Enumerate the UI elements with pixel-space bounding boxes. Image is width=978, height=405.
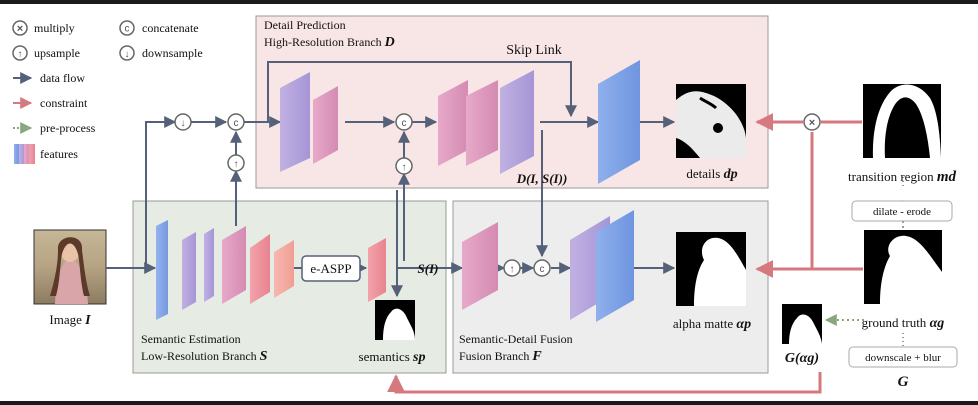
g-symbol: G <box>898 374 909 390</box>
easpp-block <box>301 255 361 282</box>
svg-text:c: c <box>125 24 130 35</box>
detail-output-feature <box>598 60 640 184</box>
svg-text:details dp: details dp <box>686 166 737 182</box>
s-of-i-label: S(I) <box>418 261 439 276</box>
svg-text:semantics sp: semantics sp <box>359 349 426 365</box>
svg-text:transition region md: transition region md <box>848 169 956 185</box>
skip-link-label: Skip Link <box>506 43 562 58</box>
legend-features-label: features <box>40 147 78 161</box>
detail-branch-symbol: D <box>384 35 395 50</box>
downscale-blur-label: downscale + blur <box>865 352 941 364</box>
fusion-decoder-features <box>570 210 634 322</box>
svg-text:c: c <box>234 118 239 129</box>
semantic-encoder-features <box>156 220 294 320</box>
fusion-branch-title: Semantic-Detail Fusion <box>459 332 573 346</box>
input-image-thumbnail <box>33 229 107 305</box>
details-thumbnail <box>676 84 746 158</box>
upsample-op-icon-semantic: ↑ <box>227 154 245 172</box>
transition-region-thumbnail <box>863 84 941 158</box>
svg-text:c: c <box>540 264 545 275</box>
constraint-lines <box>387 113 863 394</box>
ground-truth-label: ground truth <box>862 315 927 330</box>
legend-constraint-label: constraint <box>40 96 88 110</box>
dilate-erode-label: dilate - erode <box>873 206 931 218</box>
semantic-branch-title: Semantic Estimation <box>141 332 241 346</box>
downsample-op-icon: ↓ <box>174 113 192 131</box>
legend-features-icon <box>14 144 35 164</box>
detail-decoder-features <box>438 70 534 174</box>
svg-text:↑: ↑ <box>402 162 407 173</box>
svg-text:alpha matte αp: alpha matte αp <box>673 316 751 332</box>
top-frame-bar <box>0 0 978 4</box>
svg-text:Low-Resolution Branch S: Low-Resolution Branch S <box>141 349 268 364</box>
transition-region-label: transition region <box>848 169 934 184</box>
multiply-op-icon: × <box>803 113 821 131</box>
semantic-branch-subtitle: Low-Resolution Branch <box>141 349 257 363</box>
fusion-branch-subtitle: Fusion Branch <box>459 349 529 363</box>
legend-data-flow-label: data flow <box>40 71 85 85</box>
svg-text:↓: ↓ <box>125 49 130 60</box>
detail-encoder-features <box>280 72 338 172</box>
svg-text:↑: ↑ <box>510 264 515 275</box>
data-flow-lines <box>106 61 676 298</box>
upsample-op-icon-detail: ↑ <box>395 157 413 175</box>
svg-text:c: c <box>402 118 407 129</box>
semantic-output-feature <box>368 238 386 302</box>
legend-pre-process-label: pre-process <box>40 121 96 135</box>
legend-downsample-label: downsample <box>142 46 203 60</box>
semantics-symbol: sp <box>412 350 425 365</box>
alpha-matte-symbol: αp <box>736 317 751 332</box>
concat-op-icon-detail-input: c <box>227 113 245 131</box>
detail-branch-title: Detail Prediction <box>264 18 346 32</box>
svg-text:Image I: Image I <box>49 312 91 328</box>
ground-truth-symbol: αg <box>930 316 945 331</box>
image-label: Image <box>49 312 82 327</box>
image-symbol: I <box>84 313 91 328</box>
details-label: details <box>686 166 720 181</box>
svg-text:↑: ↑ <box>18 49 23 60</box>
easpp-label: e-ASPP <box>310 261 351 276</box>
concat-op-icon-fusion: c <box>533 259 551 277</box>
ground-truth-thumbnail <box>864 230 942 304</box>
downscale-blur-box <box>848 346 958 368</box>
legend-downsample-icon: ↓ <box>119 45 135 61</box>
legend-upsample-label: upsample <box>34 46 80 60</box>
svg-text:↑: ↑ <box>234 159 239 170</box>
fusion-input-feature <box>462 222 498 310</box>
svg-text:×: × <box>17 23 23 35</box>
dilate-erode-box <box>851 200 953 222</box>
details-symbol: dp <box>724 167 738 182</box>
transition-region-symbol: md <box>937 169 957 185</box>
legend-multiply-label: multiply <box>34 21 75 35</box>
g-alpha-label: G(αg) <box>785 351 819 366</box>
detail-branch-subtitle: High-Resolution Branch <box>264 35 382 49</box>
semantic-branch-symbol: S <box>260 349 268 364</box>
concat-op-icon-detail-mid: c <box>395 113 413 131</box>
pre-process-lines <box>824 199 909 326</box>
g-alpha-thumbnail <box>782 304 822 344</box>
legend: × multiply c concatenate ↑ upsample ↓ do… <box>12 20 203 164</box>
semantics-thumbnail <box>375 300 415 340</box>
fusion-branch-symbol: F <box>531 349 542 364</box>
bottom-frame-bar <box>0 401 978 405</box>
svg-text:ground truth αg: ground truth αg <box>862 315 945 331</box>
upsample-op-icon-fusion: ↑ <box>503 259 521 277</box>
svg-text:↓: ↓ <box>181 118 186 129</box>
semantics-label: semantics <box>359 349 410 364</box>
legend-upsample-icon: ↑ <box>12 45 28 61</box>
d-of-i-label: D(I, S(I)) <box>516 171 568 186</box>
alpha-matte-thumbnail <box>676 232 746 306</box>
legend-concatenate-icon: c <box>119 20 135 36</box>
svg-text:×: × <box>809 117 815 129</box>
alpha-matte-label: alpha matte <box>673 316 734 331</box>
svg-text:High-Resolution Branch D: High-Resolution Branch D <box>264 35 395 50</box>
legend-concatenate-label: concatenate <box>142 21 199 35</box>
legend-multiply-icon: × <box>12 20 28 36</box>
svg-text:Fusion Branch F: Fusion Branch F <box>459 349 542 364</box>
